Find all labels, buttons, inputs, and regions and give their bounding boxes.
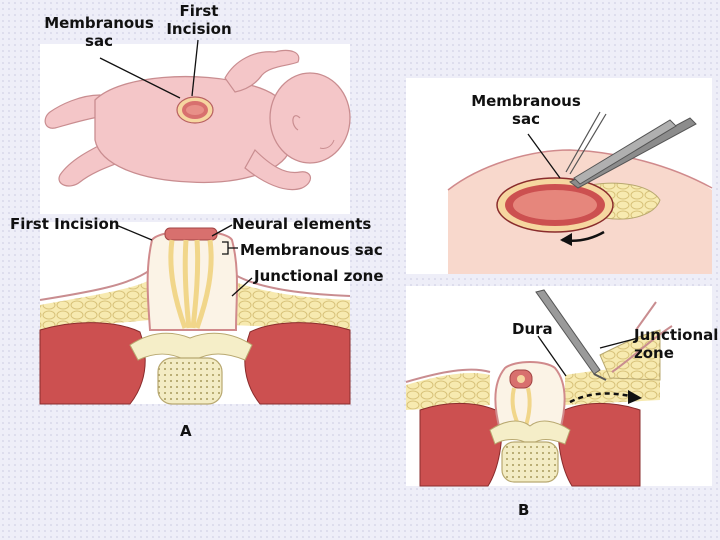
leader-b-dura — [537, 335, 567, 377]
label-a-first-incision: First Incision — [166, 2, 232, 38]
leader-a-neural — [211, 224, 233, 237]
leader-a-section-incision — [115, 224, 153, 241]
leader-a-junctional — [231, 277, 253, 297]
label-a-membranous-sac: Membranous sac — [44, 14, 154, 50]
label-b-dura: Dura — [512, 320, 553, 338]
label-b-junctional-zone: Junctional zone — [634, 326, 719, 362]
label-a-junctional-zone: Junctional zone — [254, 267, 384, 285]
leader-b-sac — [527, 133, 561, 179]
label-b-membranous-sac: Membranous sac — [471, 92, 581, 128]
dura-closure-b — [405, 289, 673, 487]
label-a-section-first-incision: First Incision — [10, 215, 120, 233]
cross-section-a — [39, 227, 351, 405]
leader-a-first-incision — [191, 39, 199, 97]
leader-a-sac — [99, 57, 181, 99]
figure-label-b: B — [518, 501, 530, 519]
leader-b-junctional — [599, 337, 639, 349]
figure-label-a: A — [180, 422, 192, 440]
baby-illustration — [44, 49, 351, 191]
sac-excision-b — [447, 111, 713, 274]
label-a-neural-elements: Neural elements — [232, 215, 372, 233]
label-a-section-membranous-sac: Membranous sac — [240, 241, 383, 259]
